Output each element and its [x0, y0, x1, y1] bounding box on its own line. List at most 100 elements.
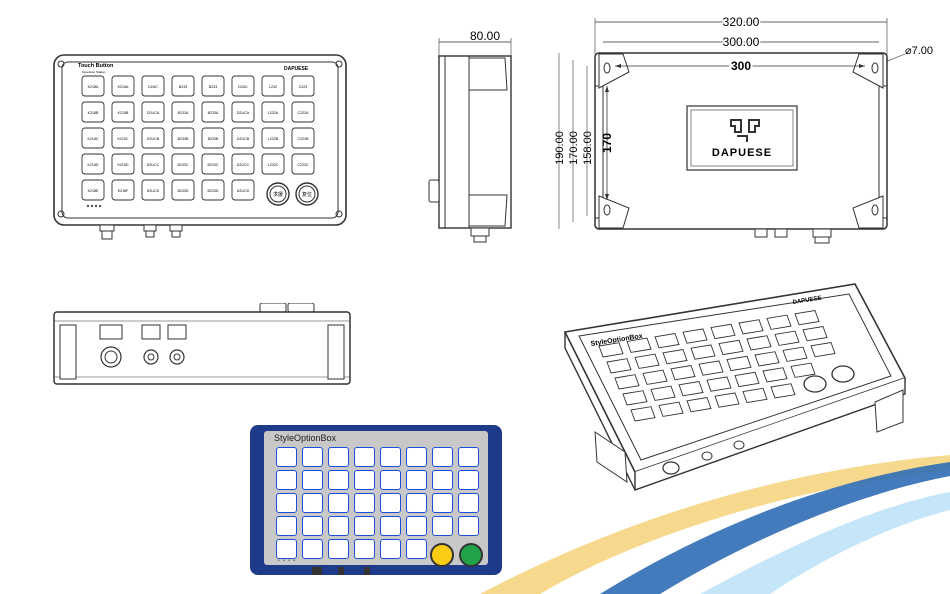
front-key-label: K215D	[118, 163, 129, 167]
indicator-leds: • • • •	[278, 558, 297, 564]
front-key-label: K218D	[88, 163, 99, 167]
front-key	[171, 179, 195, 201]
iso-key	[802, 325, 828, 342]
iso-key	[690, 344, 716, 360]
front-title: Touch Button	[78, 63, 114, 69]
photo-key	[380, 493, 401, 513]
front-key-label: D2UCA	[147, 111, 160, 115]
front-key-label: K218A	[88, 85, 99, 89]
front-key	[261, 101, 285, 123]
front-key	[141, 179, 165, 201]
front-key-label: L232B	[268, 137, 279, 141]
photo-key	[328, 516, 349, 536]
front-key-label: D2UCC	[147, 163, 160, 167]
front-key-label: K218E	[88, 189, 99, 193]
front-key-label: B233B	[208, 137, 219, 141]
front-key-label: D2UCC	[237, 163, 250, 167]
front-key	[111, 75, 135, 97]
front-key	[141, 101, 165, 123]
front-key	[201, 75, 225, 97]
front-key	[141, 75, 165, 97]
photo-connector	[338, 567, 344, 575]
photo-key	[406, 516, 427, 536]
front-key-label: B233C	[178, 163, 189, 167]
dim-height-170: 170.00	[568, 131, 580, 165]
front-key	[81, 127, 105, 149]
front-key	[81, 101, 105, 123]
dapuese-logo-icon	[730, 119, 760, 142]
photo-key	[432, 493, 453, 513]
front-key-label: B233B	[178, 137, 189, 141]
front-key-label: L232A	[268, 111, 279, 115]
iso-key	[606, 358, 632, 374]
iso-key	[774, 330, 800, 346]
photo-key	[354, 539, 375, 559]
photo-key	[276, 470, 297, 490]
photo-connector	[312, 567, 322, 575]
front-key-label: B233D	[208, 189, 219, 193]
iso-key	[654, 332, 680, 349]
photo-key	[328, 447, 349, 467]
back-logo-text: DAPUESE	[712, 147, 772, 159]
dim-height-158: 158.00	[582, 131, 594, 165]
iso-key	[670, 364, 696, 381]
front-key	[291, 127, 315, 149]
side-width-dim: 80.00	[470, 30, 500, 43]
front-key-label: C223	[299, 85, 308, 89]
iso-key	[630, 406, 656, 422]
front-key	[81, 179, 105, 201]
iso-key	[662, 348, 688, 365]
photo-key	[380, 470, 401, 490]
front-key	[111, 153, 135, 175]
front-subtitle: Operation Station	[82, 70, 106, 74]
iso-key	[650, 385, 676, 401]
iso-key	[658, 401, 684, 417]
iso-key	[626, 337, 652, 353]
dim-overall-width: 320.00	[723, 15, 760, 29]
iso-key	[754, 351, 780, 367]
front-key-label: D2UCD	[237, 189, 250, 193]
front-key-label: L232C	[268, 163, 279, 167]
front-key	[231, 153, 255, 175]
front-key-label: D2UC	[148, 85, 158, 89]
iso-key	[634, 353, 660, 369]
photo-key	[354, 470, 375, 490]
front-key-label: D2UCD	[147, 189, 160, 193]
photo-key	[458, 470, 479, 490]
round-button-reset: 复位	[302, 191, 312, 198]
front-key-label: D2UCB	[147, 137, 160, 141]
front-view-drawing: Touch Button Operation Station DAPUESE K…	[53, 54, 347, 240]
photo-key	[302, 493, 323, 513]
front-key-label: D2UCA	[237, 111, 250, 115]
photo-key	[458, 447, 479, 467]
front-key-label: D2UC	[238, 85, 248, 89]
front-key	[81, 75, 105, 97]
front-key	[111, 179, 135, 201]
iso-key	[742, 387, 768, 404]
photo-connector	[364, 567, 370, 575]
photo-key	[406, 539, 427, 559]
front-key-label: B233A	[178, 111, 189, 115]
front-key	[261, 153, 285, 175]
front-key	[291, 153, 315, 175]
front-key	[231, 179, 255, 201]
iso-key	[686, 396, 712, 413]
iso-key	[642, 369, 668, 385]
photo-key	[328, 470, 349, 490]
front-key-label: K218B	[88, 111, 99, 115]
iso-key	[698, 360, 724, 376]
front-brand: DAPUESE	[284, 66, 309, 72]
iso-key	[726, 355, 752, 372]
iso-key	[766, 314, 792, 330]
front-key	[171, 75, 195, 97]
photo-key	[406, 493, 427, 513]
photo-key	[302, 447, 323, 467]
iso-key	[790, 362, 816, 378]
photo-label: StyleOptionBox	[274, 433, 337, 443]
front-key-label: C223B	[298, 137, 310, 141]
photo-key	[302, 470, 323, 490]
front-key	[171, 127, 195, 149]
iso-key	[598, 342, 624, 358]
iso-key	[710, 323, 736, 340]
photo-key	[432, 470, 453, 490]
